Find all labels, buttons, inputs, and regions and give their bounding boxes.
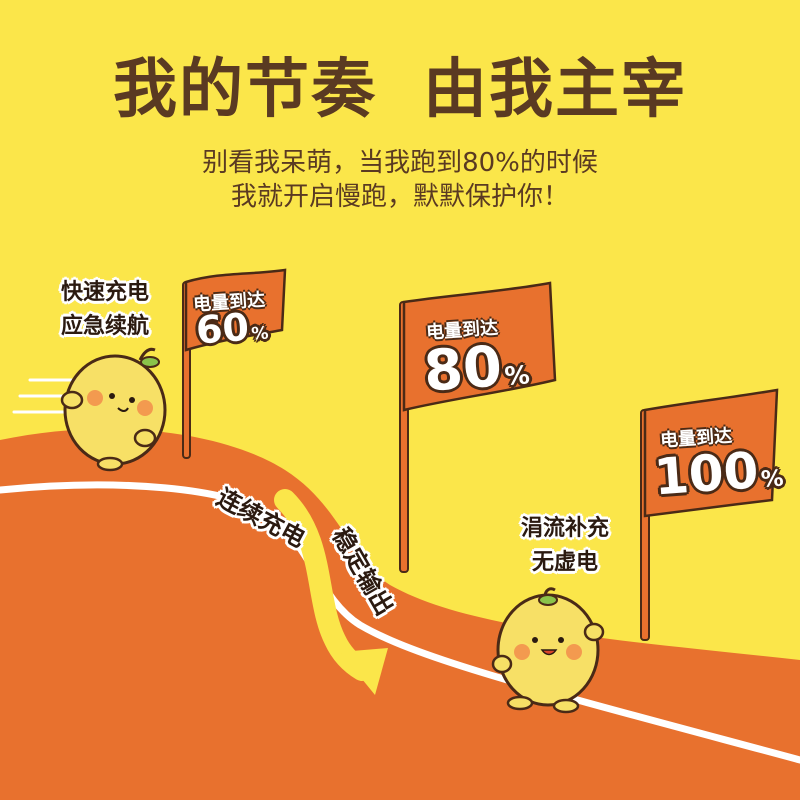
subheadline-line2: 我就开启慢跑，默默保护你！ — [230, 182, 569, 212]
flag-60 — [182, 268, 287, 459]
down-arrow-icon — [274, 489, 388, 695]
trickle-charge-label: 涓流补充 无虚电 — [500, 512, 630, 580]
trickle-charge-line2: 无虚电 — [531, 550, 598, 575]
flag-60-value: 60% — [195, 304, 270, 353]
headline-part2: 由我主宰 — [423, 53, 687, 127]
flag-80-value: 80% — [422, 332, 531, 404]
trickle-charge-line1: 涓流补充 — [520, 516, 609, 541]
headline-part1: 我的节奏 — [113, 53, 377, 127]
flag-80 — [399, 281, 557, 573]
headline: 我的节奏由我主宰 — [0, 38, 800, 130]
running-mascot-icon — [12, 347, 167, 472]
subheadline-line1: 别看我呆萌，当我跑到80%的时候 — [202, 148, 598, 178]
flag-80-number: 80 — [421, 334, 505, 405]
flag-80-unit: % — [503, 360, 531, 392]
flag-100-number: 100 — [652, 441, 761, 507]
flag-60-unit: % — [250, 323, 270, 345]
flag-60-number: 60 — [194, 304, 251, 353]
fast-charge-line1: 快速充电 — [60, 280, 149, 305]
fast-charge-line2: 应急续航 — [60, 314, 149, 339]
flag-100-value: 100% — [652, 440, 785, 507]
flag-100-unit: % — [760, 465, 785, 494]
flag-100 — [640, 388, 779, 641]
fast-charge-label: 快速充电 应急续航 — [40, 276, 170, 344]
waving-mascot-icon — [491, 587, 605, 714]
